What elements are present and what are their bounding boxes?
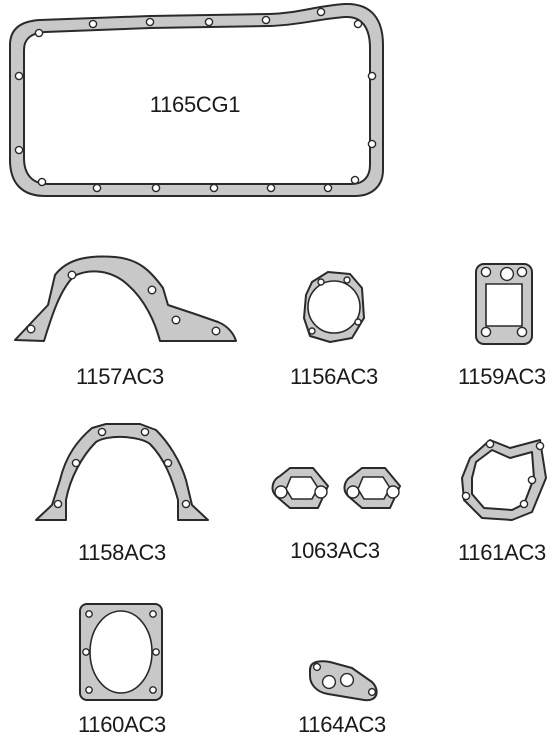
part-label-1164ac3: 1164AC3 bbox=[297, 712, 387, 737]
part-label-1158ac3: 1158AC3 bbox=[77, 540, 167, 565]
gasket-1160ac3 bbox=[79, 603, 163, 701]
gasket-1159ac3 bbox=[475, 263, 533, 345]
part-label-1160ac3: 1160AC3 bbox=[77, 712, 167, 737]
gasket-1156ac3 bbox=[303, 271, 365, 343]
gasket-1158ac3 bbox=[35, 423, 209, 521]
part-label-1157ac3: 1157AC3 bbox=[75, 364, 165, 389]
part-label-1161ac3: 1161AC3 bbox=[457, 540, 547, 565]
part-label-1156ac3: 1156AC3 bbox=[289, 364, 379, 389]
gasket-1165cg1 bbox=[9, 2, 384, 197]
gasket-1157ac3 bbox=[14, 255, 237, 342]
gasket-1161ac3 bbox=[461, 439, 547, 521]
part-label-1063ac3: 1063AC3 bbox=[290, 538, 380, 563]
part-label-1165cg1: 1165CG1 bbox=[149, 92, 241, 117]
part-label-1159ac3: 1159AC3 bbox=[457, 364, 547, 389]
gasket-1063ac3 bbox=[271, 467, 401, 509]
gasket-1164ac3 bbox=[309, 660, 378, 702]
